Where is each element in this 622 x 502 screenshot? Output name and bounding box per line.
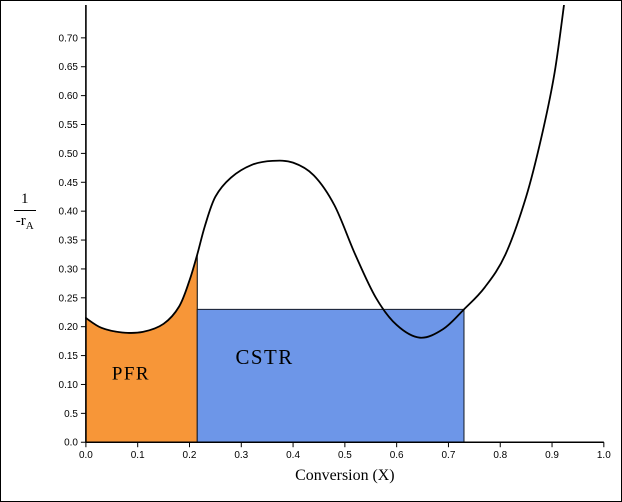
pfr-area <box>85 254 198 443</box>
rate-curve-group <box>85 4 565 339</box>
y-tick-label: 0.25 <box>59 293 79 304</box>
y-axis-title-numerator: 1 <box>14 189 36 212</box>
y-axis-title-denominator-text: -r <box>15 213 26 230</box>
y-tick-label: 0.15 <box>59 351 79 362</box>
x-tick-label: 0.4 <box>286 450 300 461</box>
x-tick-label: 0.5 <box>338 450 352 461</box>
y-tick-label: 0.45 <box>59 178 79 189</box>
x-axis-title: Conversion (X) <box>295 467 394 484</box>
y-tick-label: 0.30 <box>59 264 79 275</box>
y-tick-label: 0.10 <box>59 380 79 391</box>
x-tick-label: 0.1 <box>131 450 145 461</box>
y-tick-label: 0.5 <box>64 409 78 420</box>
y-tick-label: 0.50 <box>59 149 79 160</box>
region-fills <box>85 254 465 443</box>
x-tick-label: 0.0 <box>79 450 93 461</box>
y-tick-label: 0.60 <box>59 91 79 102</box>
x-tick-label: 0.3 <box>234 450 248 461</box>
y-tick-label: 0.20 <box>59 322 79 333</box>
pfr-region-label: PFR <box>112 363 150 384</box>
y-tick-label: 0.70 <box>59 33 79 44</box>
x-tick-label: 0.2 <box>183 450 197 461</box>
y-axis-title: 1 -rA <box>14 189 36 234</box>
y-tick-label: 0.65 <box>59 62 79 73</box>
y-tick-label: 0.40 <box>59 207 79 218</box>
y-tick-label: 0.55 <box>59 120 79 131</box>
tick-marks-and-labels: 0.0 0.5 0.10 0.15 0.20 0.25 0.30 0.35 0.40 0.45 0.… <box>59 33 612 461</box>
cstr-area <box>196 308 465 443</box>
x-tick-label: 0.8 <box>493 450 507 461</box>
x-tick-label: 0.9 <box>545 450 559 461</box>
y-axis-title-denominator-subscript: A <box>25 220 34 233</box>
y-tick-label: 0.0 <box>64 438 78 449</box>
rate-curve <box>85 4 565 339</box>
cstr-region-label: CSTR <box>235 345 293 369</box>
y-tick-label: 0.35 <box>59 236 79 247</box>
x-tick-label: 1.0 <box>597 450 611 461</box>
x-tick-label: 0.6 <box>390 450 404 461</box>
x-tick-label: 0.7 <box>442 450 456 461</box>
y-axis-title-denominator: -rA <box>14 211 36 234</box>
